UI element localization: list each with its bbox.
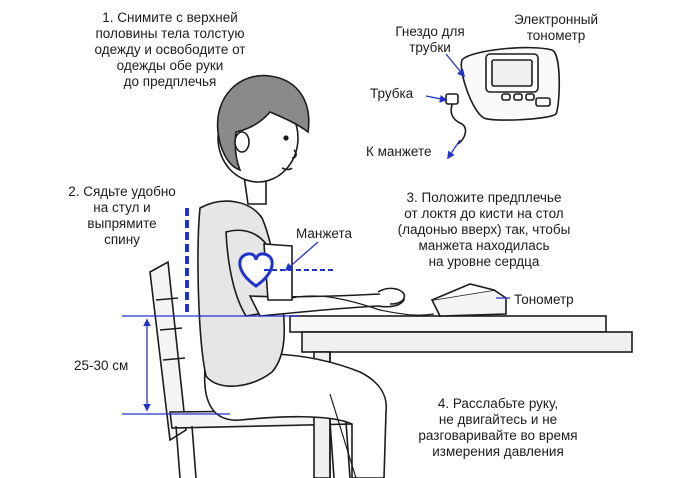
tube-socket-label: Гнездо для трубки <box>395 24 465 55</box>
cuff <box>238 243 293 301</box>
monitor-label: Тонометр <box>514 292 574 307</box>
step-2-text: 2. Сядьте удобно на стул и выпрямите спи… <box>68 184 176 247</box>
height-label: 25-30 см <box>74 358 129 373</box>
guides <box>122 53 510 415</box>
heart-icon <box>238 252 274 288</box>
cuff-label: Манжета <box>296 226 352 241</box>
to-cuff-label: К манжете <box>366 144 432 159</box>
step-1-text: 1. Снимите с верхней половины тела толст… <box>94 10 246 89</box>
step-3-text: 3. Положите предплечье от локтя до кисти… <box>397 190 571 269</box>
monitor-device <box>291 283 507 317</box>
electronic-monitor-label: Электронный тонометр <box>513 12 599 43</box>
tube-label: Трубка <box>370 86 414 101</box>
electronic-monitor <box>445 46 561 145</box>
person <box>197 74 406 478</box>
step-4-text: 4. Расслабьте руку, не двигайтесь и не р… <box>418 396 578 459</box>
